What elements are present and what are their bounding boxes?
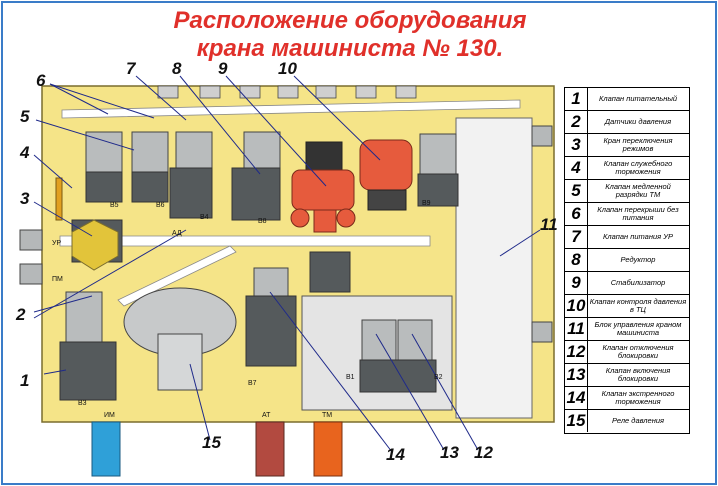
legend-text: Клапан экстренного торможения xyxy=(601,389,675,406)
legend-num: 8 xyxy=(565,249,588,271)
solenoid-valves-upper xyxy=(85,131,459,221)
legend-num: 12 xyxy=(565,341,588,363)
legend-row: 8 Редуктор xyxy=(565,249,689,272)
page-title-line1: Расположение оборудования xyxy=(173,7,527,34)
mode-switch-crane xyxy=(55,177,123,271)
legend-text: Клапан отключения блокировки xyxy=(602,343,674,360)
legend-row: 11 Блок управления краном машиниста xyxy=(565,318,689,341)
tag-b2: В2 xyxy=(434,374,443,381)
callout-6: 6 xyxy=(36,71,46,90)
legend-text: Клапан служебного торможения xyxy=(603,159,673,176)
legend-num: 4 xyxy=(565,157,588,179)
callout-2: 2 xyxy=(16,305,26,324)
bottom-fittings xyxy=(91,421,343,477)
pipe-top xyxy=(61,99,521,119)
legend-num: 5 xyxy=(565,180,588,202)
tag-pm: ПМ xyxy=(52,276,63,283)
legend-num: 15 xyxy=(565,410,588,432)
tag-im: ИМ xyxy=(104,412,115,419)
control-unit-panel xyxy=(455,117,533,419)
legend-row: 5 Клапан медленной разрядки ТМ xyxy=(565,180,689,203)
callout-7: 7 xyxy=(126,59,136,78)
legend-text: Датчики давления xyxy=(604,117,672,126)
pressure-sensors-top xyxy=(157,85,417,99)
legend-row: 3 Кран переключения режимов xyxy=(565,134,689,157)
legend-row: 9 Стабилизатор xyxy=(565,272,689,295)
legend-num: 10 xyxy=(565,295,588,317)
legend-row: 1 Клапан питательный xyxy=(565,88,689,111)
legend-num: 6 xyxy=(565,203,588,225)
legend-row: 2 Датчики давления xyxy=(565,111,689,134)
legend-num: 13 xyxy=(565,364,588,386)
legend-num: 1 xyxy=(565,88,588,110)
callout-14: 14 xyxy=(386,445,405,464)
callout-15: 15 xyxy=(202,433,221,452)
tag-ur: УР xyxy=(52,240,62,247)
tag-b1: В1 xyxy=(346,374,355,381)
pipe-horizontal xyxy=(59,235,431,247)
tag-b5: В5 xyxy=(110,202,119,209)
legend-text: Редуктор xyxy=(620,255,656,264)
legend-row: 14 Клапан экстренного торможения xyxy=(565,387,689,410)
legend-text: Клапан питательный xyxy=(598,94,678,103)
legend-row: 12 Клапан отключения блокировки xyxy=(565,341,689,364)
tag-b8: В8 xyxy=(258,218,267,225)
legend-num: 9 xyxy=(565,272,588,294)
legend-text: Клапан перекрыши без питания xyxy=(597,205,679,222)
tag-b4: В4 xyxy=(200,214,209,221)
legend-text: Блок управления краном машиниста xyxy=(594,320,682,337)
pipe-diagonal xyxy=(117,245,237,307)
legend-text: Клапан питания УР xyxy=(602,232,674,241)
tag-tm: ТМ xyxy=(322,412,333,419)
callout-13: 13 xyxy=(440,443,459,462)
tag-b3: В3 xyxy=(78,400,87,407)
legend-text: Реле давления xyxy=(611,416,664,425)
page-title-line2: крана машиниста № 130. xyxy=(196,35,504,62)
tag-ad: АД xyxy=(172,230,182,237)
emergency-brake-valve xyxy=(245,267,297,367)
legend-row: 4 Клапан служебного торможения xyxy=(565,157,689,180)
legend-num: 7 xyxy=(565,226,588,248)
callout-1: 1 xyxy=(20,371,30,390)
callout-10: 10 xyxy=(278,59,297,78)
legend-row: 15 Реле давления xyxy=(565,410,689,433)
callout-lines xyxy=(33,75,541,453)
legend-text: Стабилизатор xyxy=(610,278,666,287)
legend-row: 6 Клапан перекрыши без питания xyxy=(565,203,689,226)
legend-text: Кран переключения режимов xyxy=(603,136,673,153)
callout-8: 8 xyxy=(172,59,182,78)
callout-12: 12 xyxy=(474,443,493,462)
tag-b9: В9 xyxy=(422,200,431,207)
blocking-valves-block xyxy=(301,251,453,411)
tag-b7: В7 xyxy=(248,380,257,387)
legend-num: 14 xyxy=(565,387,588,409)
side-fittings xyxy=(19,125,553,343)
legend-text: Клапан контроля давления в ТЦ xyxy=(589,297,687,314)
callout-3: 3 xyxy=(20,189,30,208)
tag-at: АТ xyxy=(262,412,271,419)
legend-row: 13 Клапан включения блокировки xyxy=(565,364,689,387)
callout-5: 5 xyxy=(20,107,30,126)
legend-text: Клапан медленной разрядки ТМ xyxy=(605,182,671,199)
legend-num: 2 xyxy=(565,111,588,133)
legend-num: 3 xyxy=(565,134,588,156)
callout-11: 11 xyxy=(540,215,558,234)
legend-text: Клапан включения блокировки xyxy=(605,366,671,383)
callout-9: 9 xyxy=(218,59,228,78)
callout-4: 4 xyxy=(20,143,30,162)
legend-row: 7 Клапан питания УР xyxy=(565,226,689,249)
tag-b6: В6 xyxy=(156,202,165,209)
legend-num: 11 xyxy=(565,318,588,340)
